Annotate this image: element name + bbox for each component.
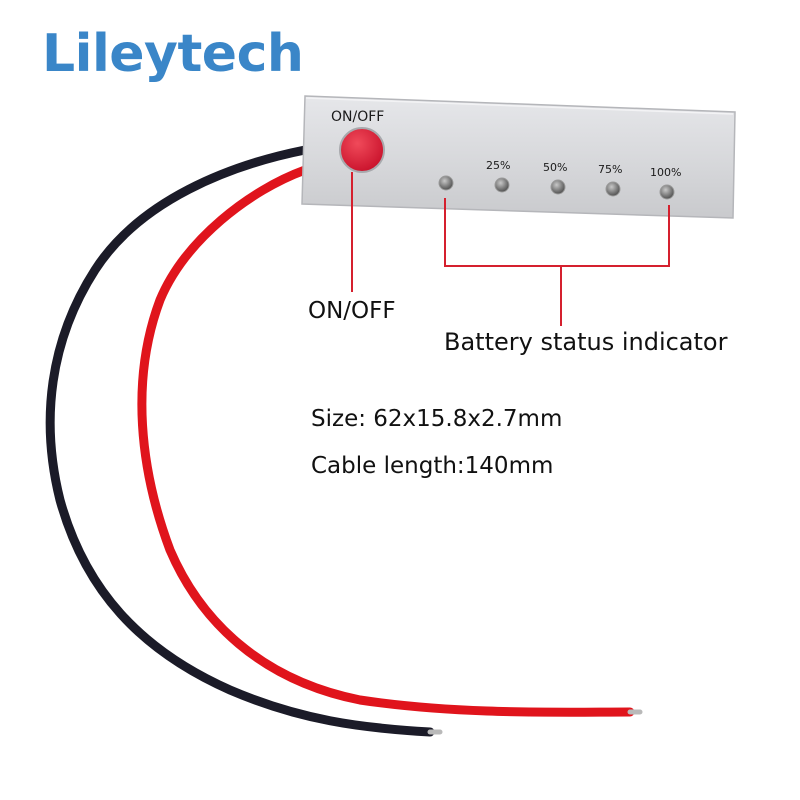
size-spec: Size: 62x15.8x2.7mm (311, 406, 563, 432)
led-indicators (438, 175, 675, 200)
callout-lines (351, 172, 670, 326)
onoff-button (339, 127, 385, 173)
indicator-label-50: 50% (543, 161, 568, 174)
indicator-label-75: 75% (598, 163, 623, 176)
red-wire (137, 165, 635, 717)
led-indicator (659, 184, 675, 200)
onoff-callout-label: ON/OFF (308, 298, 396, 324)
battery-status-callout-label: Battery status indicator (444, 328, 728, 356)
indicator-label-25: 25% (486, 159, 511, 172)
led-indicator (605, 181, 621, 197)
brand-logo-text: Lileytech (42, 24, 304, 84)
led-indicator (550, 179, 566, 195)
board-onoff-label: ON/OFF (331, 109, 385, 125)
cable-length-spec: Cable length:140mm (311, 453, 554, 479)
indicator-board (301, 95, 736, 219)
led-indicator (438, 175, 454, 191)
black-wire (45, 145, 435, 737)
indicator-label-100: 100% (650, 166, 682, 179)
led-indicator (494, 177, 510, 193)
